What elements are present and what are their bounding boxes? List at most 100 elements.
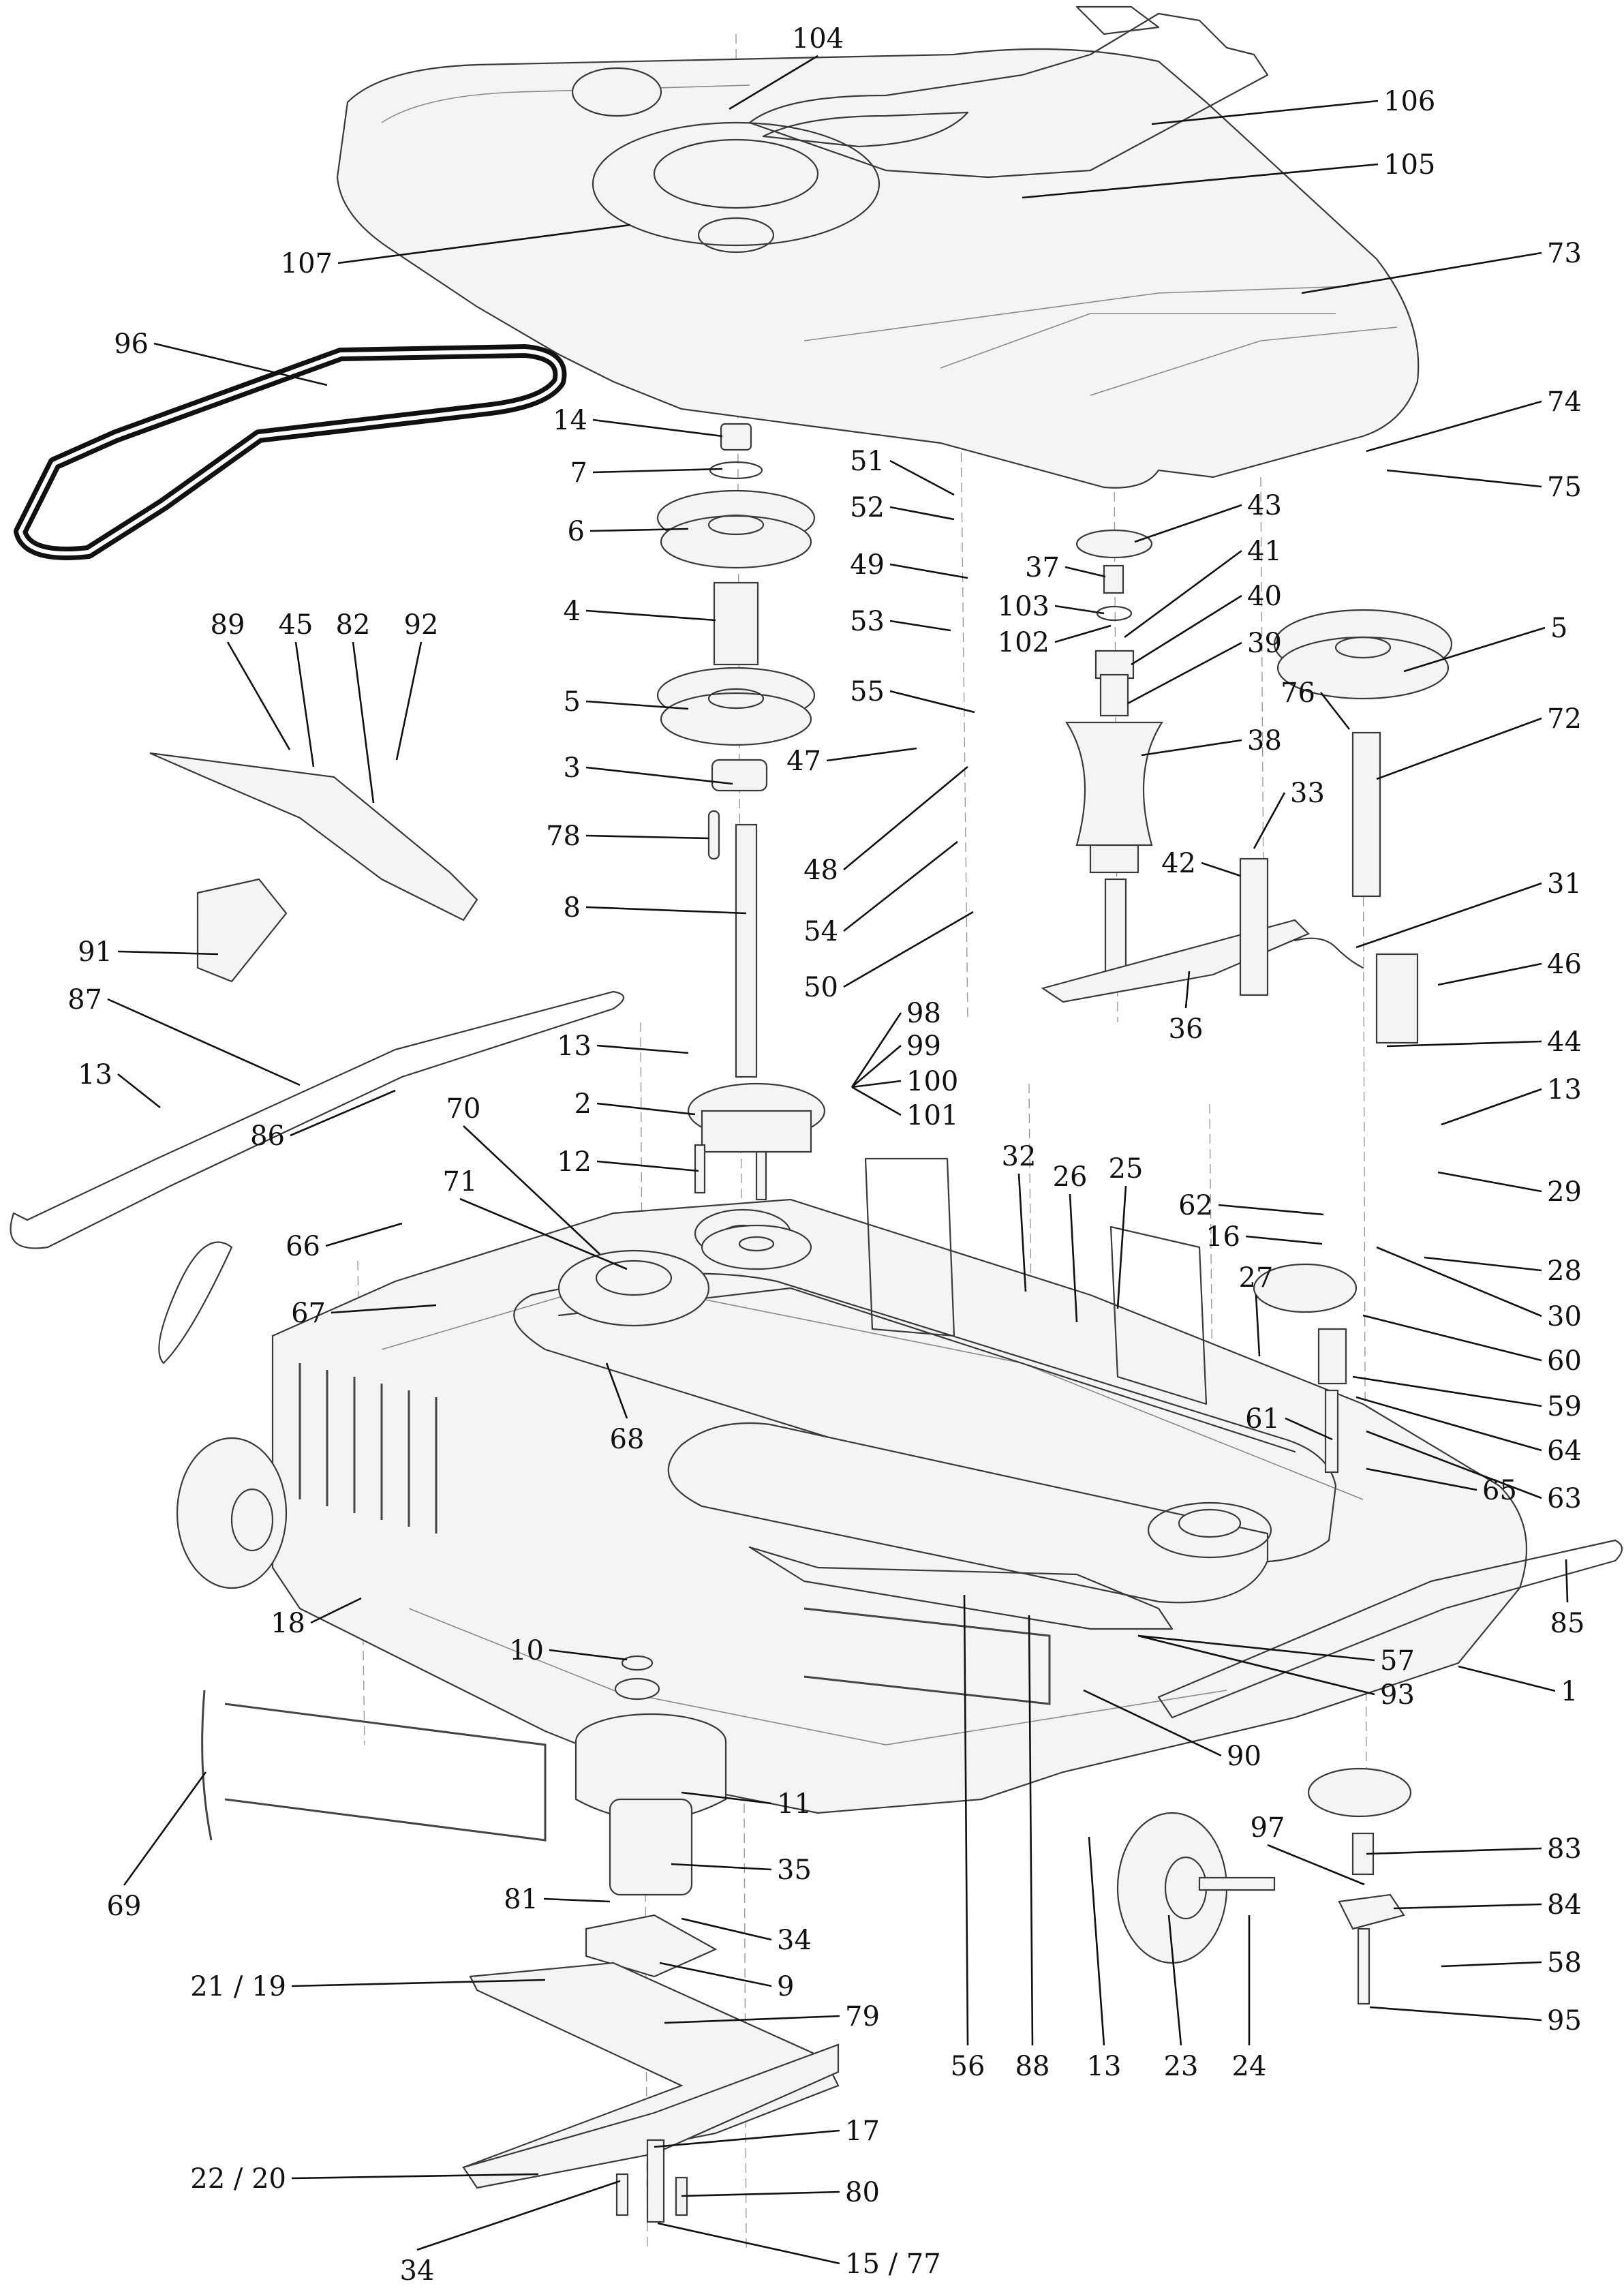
callout-label: 5	[564, 686, 581, 718]
callout-label: 35	[777, 1855, 812, 1886]
callout-leader	[459, 1198, 628, 1270]
baffle-bracket	[149, 752, 478, 983]
callout-leader	[1301, 251, 1542, 294]
callout-leader	[1218, 1204, 1324, 1216]
callout-label: 40	[1247, 581, 1282, 612]
callout-leader	[851, 1012, 902, 1088]
callout-leader	[1141, 739, 1242, 757]
callout-label: 30	[1547, 1301, 1582, 1332]
callout-leader	[1088, 1836, 1105, 2046]
callout-label: 44	[1547, 1026, 1582, 1058]
callout-label: 101	[906, 1100, 958, 1131]
callout-label: 41	[1247, 536, 1282, 567]
callout-label: 5	[1550, 613, 1567, 644]
callout-label: 8	[564, 892, 581, 924]
callout-label: 64	[1547, 1435, 1582, 1467]
drive-belt	[14, 344, 567, 560]
blade-assembly	[462, 1655, 840, 2223]
callout-leader	[1151, 100, 1379, 125]
callout-label: 28	[1547, 1255, 1582, 1287]
callout-leader	[543, 1897, 611, 1903]
callout-label: 45	[279, 609, 313, 641]
callout-leader	[889, 620, 951, 632]
callout-leader	[1376, 717, 1542, 780]
callout-label: 13	[1547, 1074, 1582, 1105]
callout-leader	[1134, 504, 1242, 543]
callout-label: 61	[1245, 1403, 1280, 1435]
callout-label: 88	[1015, 2051, 1050, 2082]
callout-label: 46	[1547, 949, 1582, 980]
callout-leader	[1352, 1375, 1542, 1407]
callout-leader	[589, 528, 689, 532]
callout-leader	[664, 2015, 840, 2024]
callout-leader	[416, 2180, 621, 2251]
callout-label: 2	[574, 1088, 592, 1120]
callout-leader	[226, 641, 291, 750]
callout-leader	[657, 2222, 840, 2265]
callout-leader	[851, 1080, 902, 1088]
callout-label: 13	[557, 1031, 592, 1062]
callout-leader	[1437, 962, 1542, 986]
callout-label: 47	[786, 746, 821, 777]
callout-label: 68	[610, 1424, 645, 1455]
callout-label: 63	[1547, 1483, 1582, 1514]
callout-label: 1	[1561, 1676, 1578, 1707]
callout-leader	[1137, 1634, 1375, 1696]
callout-leader	[290, 1089, 396, 1137]
callout-label: 23	[1164, 2051, 1199, 2082]
callout-leader	[1028, 1615, 1034, 2046]
callout-label: 71	[443, 1166, 478, 1198]
callout-label: 82	[336, 609, 371, 641]
callout-label: 62	[1178, 1190, 1213, 1221]
callout-leader	[1083, 1689, 1222, 1757]
callout-leader	[1017, 1173, 1027, 1292]
callout-leader	[1424, 1256, 1542, 1272]
callout-label: 87	[67, 984, 102, 1016]
callout-label: 21 / 19	[190, 1971, 286, 2002]
callout-leader	[1267, 1844, 1365, 1886]
callout-label: 90	[1227, 1741, 1261, 1772]
callout-leader	[729, 55, 818, 110]
callout-leader	[117, 1073, 161, 1109]
callout-label: 14	[553, 405, 587, 436]
callout-leader	[585, 609, 716, 622]
callout-label: 31	[1547, 868, 1582, 900]
callout-leader	[889, 506, 955, 521]
callout-label: 51	[850, 446, 885, 477]
callout-label: 32	[1002, 1141, 1037, 1172]
callout-label: 3	[564, 752, 581, 784]
callout-label: 96	[114, 329, 149, 360]
callout-leader	[1565, 1559, 1569, 1603]
callout-label: 42	[1161, 848, 1196, 879]
callout-label: 72	[1547, 703, 1582, 735]
callout-leader	[1355, 1396, 1542, 1452]
callout-leader	[1441, 1088, 1542, 1126]
callout-leader	[681, 1917, 772, 1941]
callout-label: 9	[777, 1971, 794, 2002]
callout-leader	[843, 840, 958, 932]
callout-leader	[681, 2191, 840, 2197]
callout-leader	[671, 1863, 772, 1871]
callout-leader	[291, 1979, 546, 1987]
callout-leader	[117, 950, 219, 956]
callout-leader	[1437, 1171, 1542, 1193]
callout-label: 76	[1281, 677, 1315, 709]
callout-leader	[1386, 1040, 1542, 1048]
callout-leader	[654, 2129, 840, 2148]
callout-leader	[1255, 1294, 1261, 1357]
callout-label: 81	[504, 1884, 538, 1915]
callout-label: 10	[509, 1635, 544, 1666]
callout-label: 54	[803, 916, 838, 947]
callout-label: 29	[1547, 1176, 1582, 1208]
right-bar	[1157, 1539, 1623, 1719]
callout-label: 50	[803, 972, 838, 1003]
callout-label: 53	[850, 606, 885, 637]
callout-label: 83	[1547, 1833, 1582, 1865]
mower-deck	[271, 1157, 1528, 1814]
callout-leader	[1116, 1185, 1127, 1309]
callout-label: 13	[1087, 2051, 1122, 2082]
callout-leader	[1064, 566, 1106, 578]
callout-leader	[107, 998, 301, 1086]
callout-label: 65	[1482, 1475, 1517, 1506]
callout-label: 104	[792, 23, 844, 55]
